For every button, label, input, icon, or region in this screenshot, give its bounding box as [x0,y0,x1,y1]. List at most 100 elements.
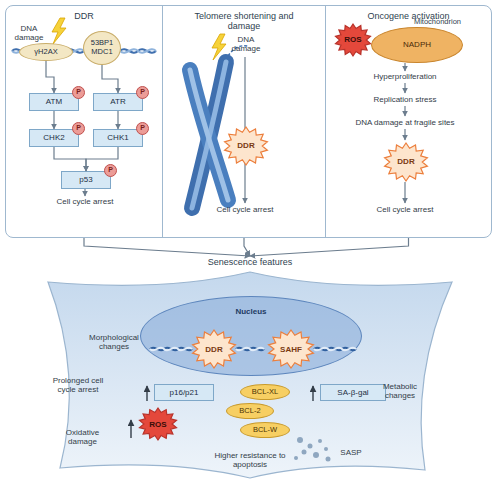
arrow-connector [117,111,118,129]
ros-burst: ROS [334,23,372,57]
node-label: CHK2 [43,133,64,142]
annotation: Cell cycle arrest [350,205,460,214]
mitochondrion: MitochondrionNADPH [371,17,463,63]
annotation: DNA damage [228,35,264,53]
node-label: p53 [79,175,92,184]
telomere-end [228,46,248,56]
chromatin-protein-oval: γH2AX [19,43,73,61]
ddr-burst: DDR [223,126,269,166]
burst-shape [336,24,371,56]
increase-arrow [146,386,147,401]
annotation: Hyperproliferation [345,72,465,81]
node-label: BCL-W [253,426,277,435]
dna-strand [314,348,356,351]
node-label: BCL-XL [252,388,278,397]
phosphate-circle: P [72,122,85,135]
node-label: DDR [205,345,222,354]
protein-box: SA-β-gal [320,384,386,401]
node-label: Nucleus [235,307,266,316]
secretion-dots [294,437,331,462]
node-label: SAHF [280,345,302,354]
arrow-connector [46,61,54,93]
node-label: P [140,124,145,132]
chromatin-protein-oval: 53BP1 MDC1 [83,31,121,65]
arrow-connector [244,238,250,256]
dna-strand [236,348,264,351]
dna-strand [236,348,264,351]
arrow-line [404,106,405,116]
arrow-connector [86,147,118,171]
senescent-cell: Senescence featuresNucleusDDR SAHF p16/p21… [45,256,455,481]
panel-frame: Oncogene activationROSMitochondrionNADPH… [325,5,492,238]
arrow-connector [84,238,250,256]
ddr-burst: DDR [191,329,237,369]
arrow-line [404,129,405,140]
panel-heading: DDR [74,11,94,21]
bcl-oval: BCL-W [240,422,290,438]
arrow-connector [54,147,86,171]
node-label: NADPH [371,27,463,63]
node-label: P [76,88,81,96]
node-label: P [108,166,113,174]
bcl-oval: BCL-XL [240,384,290,400]
node-label: ATR [110,97,125,106]
node-label: DDR [397,157,414,166]
node-label: P [140,88,145,96]
lightning-bolt [52,18,66,44]
arrow-connector [250,238,409,256]
phosphate-circle: P [72,86,85,99]
burst-shape [225,127,268,165]
cell-heading: Senescence features [208,257,293,267]
panel-frame: DDRγH2AX53BP1 MDC1ATMPATRPCHK2PCHK1Pp53P [5,5,163,238]
increase-arrow [312,386,313,401]
increase-arrow [130,420,131,438]
arrow-connector [53,111,54,129]
protein-box: CHK1 [93,129,143,147]
node-label: p16/p21 [170,388,199,397]
protein-box: CHK2 [29,129,79,147]
chromosome-highlight [190,70,228,200]
annotation: Cell cycle arrest [30,197,140,206]
dna-strand [150,348,192,351]
ddr-burst: DDR [383,142,429,182]
node-label: ROS [344,35,361,44]
node-label: Mitochondrion [371,17,463,27]
phosphate-circle: P [136,86,149,99]
protein-box: ATR [93,93,143,111]
protein-box: p53 [61,171,111,189]
burst-shape [269,330,314,368]
cell-shape [48,272,452,478]
node-label: CHK1 [107,133,128,142]
node-label: ATM [46,97,62,106]
ddr-burst: SAHF [267,329,315,369]
dna-strand [314,348,356,351]
phosphate-circle: P [136,122,149,135]
ros-burst: ROS [138,407,178,441]
protein-box: p16/p21 [154,384,214,401]
protein-box: ATM [29,93,79,111]
burst-shape [193,330,236,368]
phosphate-circle: P [104,164,117,177]
arrow-line [404,63,405,71]
node-label: ROS [149,420,166,429]
burst-shape [140,408,177,440]
node-label: γH2AX [34,48,57,57]
node-label: BCL-2 [239,407,260,416]
annotation: DNA damage [10,24,48,42]
annotation: DNA damage at fragile sites [335,118,475,127]
annotation: Replication stress [345,95,465,104]
node-label: 53BP1 MDC1 [84,39,120,56]
dna-strand [150,348,192,351]
arrow-line [404,83,405,93]
node-label: SA-β-gal [337,388,368,397]
lightning-bolt [212,34,226,60]
nucleus: NucleusDDR SAHF [140,296,362,376]
bcl-oval: BCL-2 [226,403,274,419]
node-label: DDR [237,141,254,150]
arrow-line [84,189,85,196]
annotation: Cell cycle arrest [190,205,300,214]
arrow-connector [102,65,118,93]
arrow-line [404,182,405,203]
burst-shape [385,143,428,181]
node-label: P [76,124,81,132]
